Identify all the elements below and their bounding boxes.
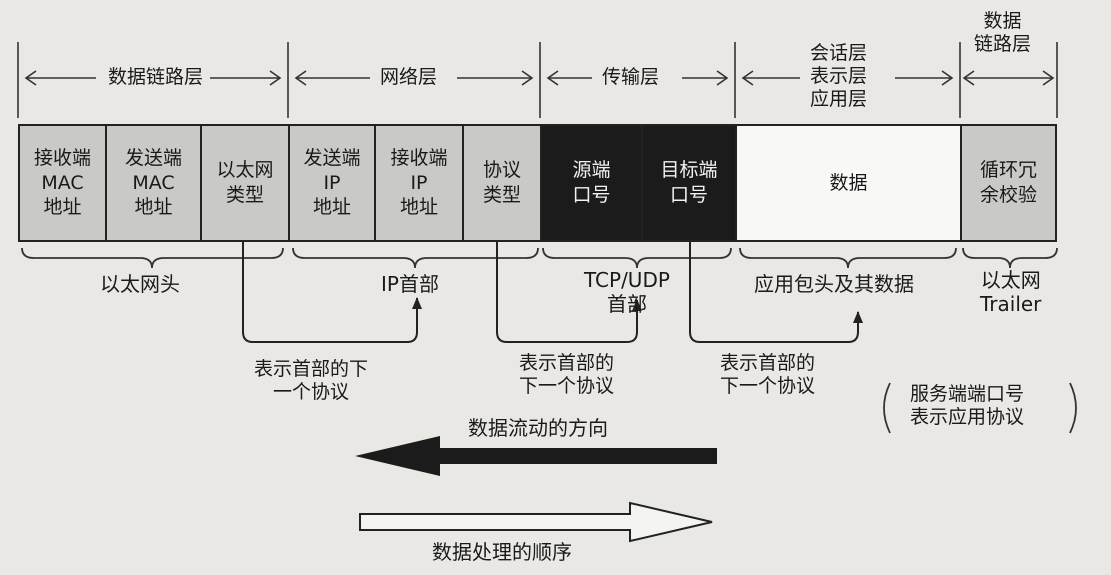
- note-next-protocol-1: 表示首部的下 一个协议: [254, 358, 369, 404]
- field-dst-mac: 接收端 MAC 地址: [18, 124, 107, 242]
- flow-direction-label: 数据流动的方向: [468, 416, 608, 440]
- note-next-protocol-3: 表示首部的 下一个协议: [720, 352, 816, 398]
- field-src-port: 源端 口号: [540, 124, 643, 242]
- field-data: 数据: [735, 124, 962, 242]
- field-src-ip: 发送端 IP 地址: [288, 124, 376, 242]
- header-label-ip: IP首部: [381, 272, 439, 296]
- next-protocol-pointers: [242, 232, 863, 343]
- layer-label-transport: 传输层: [598, 66, 664, 90]
- processing-order-label: 数据处理的顺序: [432, 540, 572, 564]
- header-label-app-data: 应用包头及其数据: [754, 272, 914, 296]
- layer-span-arrows: [24, 70, 1055, 86]
- field-src-mac: 发送端 MAC 地址: [105, 124, 202, 242]
- note-parentheses: [883, 382, 1077, 434]
- field-ether-type: 以太网 类型: [200, 124, 290, 242]
- header-label-ethernet: 以太网头: [100, 272, 180, 296]
- field-dst-ip: 接收端 IP 地址: [374, 124, 464, 242]
- header-label-trailer: 以太网 Trailer: [980, 268, 1042, 317]
- field-fcs: 循环冗 余校验: [960, 124, 1057, 242]
- header-label-tcpudp: TCP/UDP 首部: [584, 268, 670, 317]
- field-dst-port: 目标端 口号: [641, 124, 737, 242]
- data-flow-direction-arrow: [355, 436, 717, 476]
- layer-boundaries: [17, 42, 1058, 118]
- layer-label-datalink: 数据链路层: [104, 66, 208, 90]
- layer-label-network: 网络层: [376, 66, 442, 90]
- data-processing-order-arrow: [359, 501, 713, 543]
- note-next-protocol-2: 表示首部的 下一个协议: [519, 352, 615, 398]
- field-protocol-type: 协议 类型: [462, 124, 542, 242]
- layer-label-datalink-tail: 数据 链路层: [970, 10, 1036, 57]
- underbraces: [21, 247, 1058, 269]
- note-server-port: 服务端端口号 表示应用协议: [910, 383, 1025, 429]
- layer-label-upper: 会话层 表示层 应用层: [806, 42, 872, 112]
